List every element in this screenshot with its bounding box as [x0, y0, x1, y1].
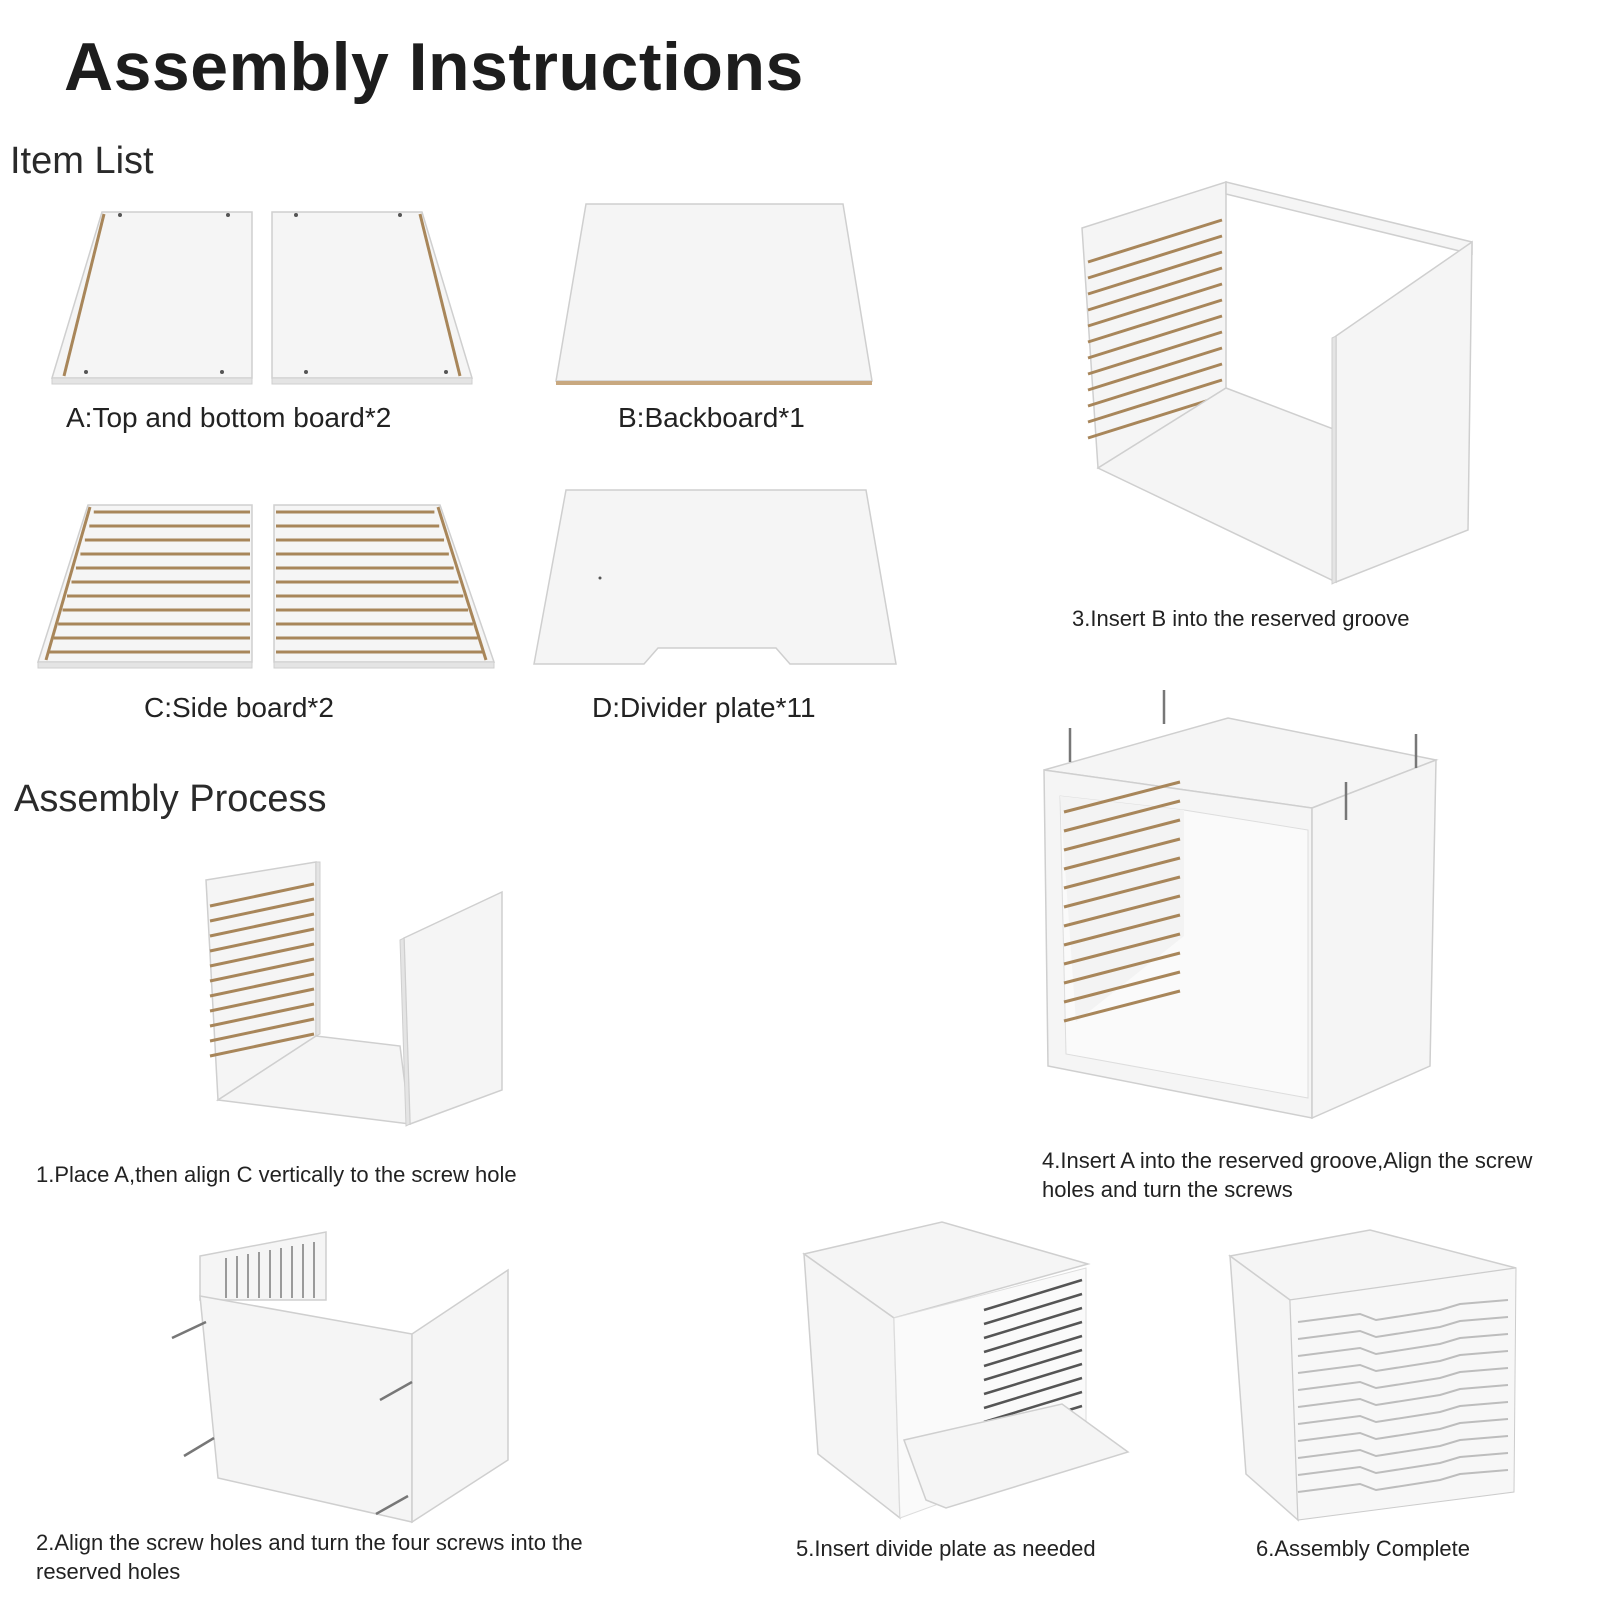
step-4-illustration [1043, 690, 1439, 1120]
step-1-caption: 1.Place A,then align C vertically to the… [36, 1162, 517, 1187]
step-4-caption: 4.Insert A into the reserved groove,Alig… [1042, 1148, 1533, 1202]
item-b-backboard-illustration [555, 203, 873, 385]
item-c-label: C:Side board*2 [144, 692, 334, 723]
step-3-caption: 3.Insert B into the reserved groove [1072, 606, 1410, 631]
step-6-caption: 6.Assembly Complete [1256, 1536, 1470, 1561]
step-2-illustration [171, 1231, 509, 1524]
step-5-caption: 5.Insert divide plate as needed [796, 1536, 1096, 1561]
step-5-illustration [802, 1221, 1130, 1520]
item-b-label: B:Backboard*1 [618, 402, 805, 433]
item-c-sideboards-illustration [36, 504, 496, 669]
item-a-boards-illustration [50, 211, 474, 385]
page-title: Assembly Instructions [64, 29, 804, 105]
step-2-caption: 2.Align the screw holes and turn the fou… [36, 1530, 583, 1584]
item-a-label: A:Top and bottom board*2 [66, 402, 392, 433]
step-6-illustration [1228, 1229, 1517, 1522]
assembly-process-heading: Assembly Process [14, 778, 327, 820]
item-list-heading: Item List [10, 140, 154, 182]
step-1-illustration [205, 861, 503, 1127]
step-3-illustration [1081, 180, 1473, 585]
item-d-label: D:Divider plate*11 [592, 692, 816, 723]
item-d-divider-illustration [533, 489, 897, 665]
